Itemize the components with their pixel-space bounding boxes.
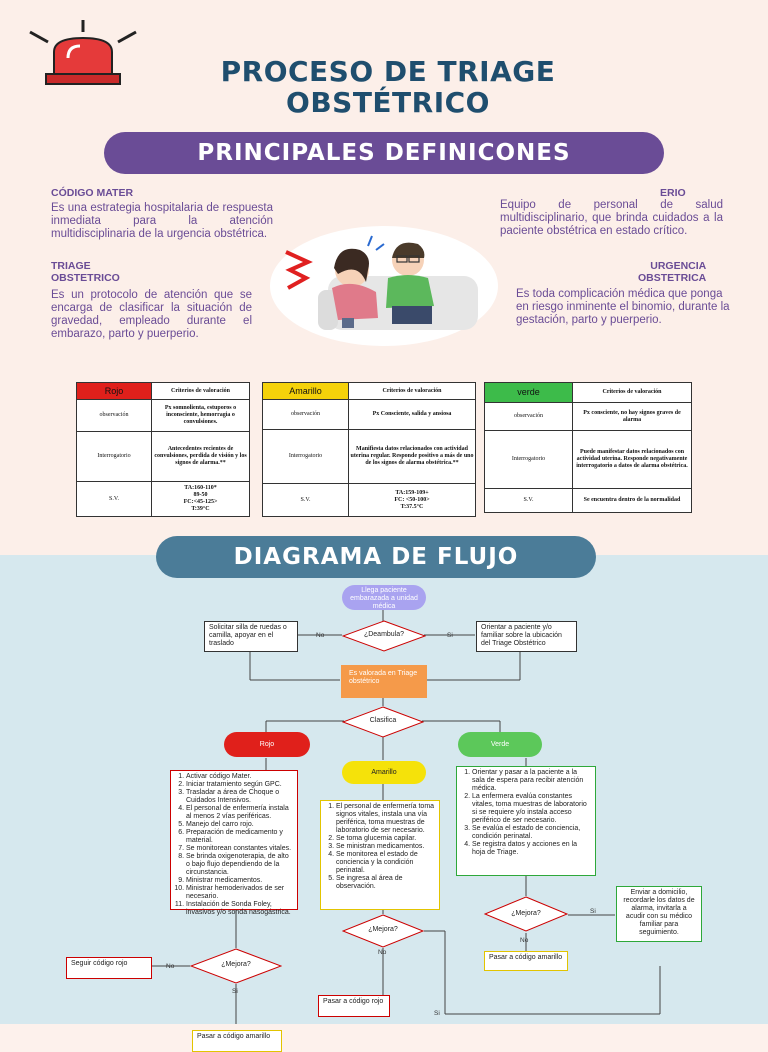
row-label: S.V. — [484, 488, 573, 513]
rojo-step: Se monitorean constantes vitales. — [186, 845, 293, 853]
seguir-rojo-box: Seguir código rojo — [66, 957, 152, 979]
pasar-amarillo-box: Pasar a código amarillo — [192, 1030, 282, 1052]
amarillo-step: Se ingresa al área de observación. — [336, 875, 435, 891]
amarillo-sv: TA:159-109+FC: <50-100>T:37.5°C — [348, 483, 476, 517]
def-urgencia-text: Es toda complicación médica que ponga en… — [516, 288, 730, 326]
rojo-label: Rojo — [76, 382, 152, 400]
amarillo-step: Se ministran medicamentos. — [336, 843, 435, 851]
criteria-header: Criterios de valoración — [572, 382, 692, 403]
rojo-pill: Rojo — [224, 732, 310, 757]
amarillo-interrogatorio: Manifiesta datos relacionados con activi… — [348, 429, 476, 484]
rojo-step: Activar código Mater. — [186, 773, 293, 781]
amarillo-steps: El personal de enfermería toma signos vi… — [320, 800, 440, 910]
def-erio-text: Equipo de personal de salud multidiscipl… — [500, 199, 723, 237]
amarillo-step: El personal de enfermería toma signos vi… — [336, 803, 435, 835]
rojo-step: Ministrar medicamentos. — [186, 877, 293, 885]
criteria-header: Criterios de valoración — [151, 382, 250, 400]
def-triage-text: Es un protocolo de atención que se encar… — [51, 289, 252, 340]
page-title: PROCESO DE TRIAGE OBSTÉTRICO — [220, 55, 556, 119]
deambula-diamond — [342, 620, 426, 652]
table-amarillo: Amarillo Criterios de valoración observa… — [262, 382, 476, 517]
right-box: Orientar a paciente y/o familiar sobre l… — [476, 621, 577, 652]
table-rojo: Rojo Criterios de valoración observación… — [76, 382, 250, 517]
no-label: No — [520, 937, 529, 944]
verde-pill: Verde — [458, 732, 542, 757]
si-label: Si — [434, 1010, 440, 1017]
no-label: No — [316, 632, 325, 639]
rojo-step: Se brinda oxigenoterapia, de alto o bajo… — [186, 853, 293, 877]
rojo-step: Preparación de medicamento y material. — [186, 829, 293, 845]
verde-step: La enfermera evalúa constantes vitales, … — [472, 793, 591, 825]
rojo-steps: Activar código Mater.Iniciar tratamiento… — [170, 770, 298, 916]
verde-observacion: Px consciente, no hay signos graves de a… — [572, 402, 692, 431]
row-label: Interrogatorio — [76, 431, 152, 482]
deambula-label: ¿Deambula? — [363, 631, 405, 638]
no-label: No — [166, 963, 175, 970]
si-label: Si — [232, 988, 238, 995]
row-label: observación — [484, 402, 573, 431]
rojo-step: Instalación de Sonda Foley, invasivos y/… — [186, 901, 293, 917]
rojo-step: Iniciar tratamiento según GPC. — [186, 781, 293, 789]
mejora-amarillo-label: ¿Mejora? — [368, 926, 398, 933]
amarillo-pill: Amarillo — [342, 761, 426, 784]
rojo-step: Trasladar a área de Choque o Cuidados In… — [186, 789, 293, 805]
rojo-step: Manejo del carro rojo. — [186, 821, 293, 829]
row-label: Interrogatorio — [484, 430, 573, 489]
criteria-header: Criterios de valoración — [348, 382, 476, 400]
def-urgencia-title: URGENCIA OBSTETRICA — [638, 260, 707, 284]
si-label: Si — [447, 632, 453, 639]
amarillo-label: Amarillo — [262, 382, 349, 400]
table-verde: verde Criterios de valoración observació… — [484, 382, 692, 513]
siren-icon — [29, 20, 137, 85]
clasifica-label: Clasifica — [369, 717, 397, 724]
pasar-rojo-box: Pasar a código rojo — [318, 995, 390, 1017]
pasar-amarillo2-box: Pasar a código amarillo — [484, 951, 568, 971]
no-label: No — [378, 949, 387, 956]
verde-label: verde — [484, 382, 573, 403]
mejora-verde-diamond — [484, 896, 568, 932]
flow-connectors — [152, 610, 661, 1024]
verde-step: Se registra datos y acciones en la hoja … — [472, 841, 591, 857]
amarillo-step: Se toma glucemia capilar. — [336, 835, 435, 843]
valorada-box: Es valorada en Triage obstétrico — [341, 665, 427, 698]
def-codigo-mater-title: CÓDIGO MATER — [51, 187, 134, 199]
mejora-verde-label: ¿Mejora? — [511, 910, 541, 917]
def-triage-title: TRIAGE OBSTETRICO — [51, 260, 120, 284]
verde-sv: Se encuentra dentro de la normalidad — [572, 488, 692, 513]
left-box: Solicitar silla de ruedas o camilla, apo… — [204, 621, 298, 652]
def-erio-title: ERIO — [660, 187, 686, 199]
section-flow-heading: DIAGRAMA DE FLUJO — [156, 536, 596, 578]
verde-interrogatorio: Puede manifestar datos relacionados con … — [572, 430, 692, 489]
row-label: S.V. — [262, 483, 349, 517]
patient-illustration — [270, 226, 498, 346]
mejora-rojo-label: ¿Mejora? — [221, 961, 251, 968]
row-label: S.V. — [76, 481, 152, 517]
flow-start: Llega paciente embarazada a unidad médic… — [342, 585, 426, 610]
mejora-amarillo-diamond — [342, 914, 424, 948]
def-codigo-mater-text: Es una estrategia hospitalaria de respue… — [51, 202, 273, 240]
clasifica-diamond — [342, 706, 424, 738]
verde-step: Orientar y pasar a la paciente a la sala… — [472, 769, 591, 793]
row-label: Interrogatorio — [262, 429, 349, 484]
row-label: observación — [76, 399, 152, 432]
enviar-domicilio-box: Enviar a domicilio, recordarle los datos… — [616, 886, 702, 942]
rojo-step: El personal de enfermería instala al men… — [186, 805, 293, 821]
si-label: Si — [590, 908, 596, 915]
section-definitions-heading: PRINCIPALES DEFINICONES — [104, 132, 664, 174]
mejora-rojo-diamond — [190, 948, 282, 984]
verde-step: Se evalúa el estado de conciencia, condi… — [472, 825, 591, 841]
verde-steps: Orientar y pasar a la paciente a la sala… — [456, 766, 596, 876]
amarillo-observacion: Px Consciente, salida y ansiosa — [348, 399, 476, 430]
rojo-interrogatorio: Antecedentes recientes de convulsiones, … — [151, 431, 250, 482]
amarillo-step: Se monitorea el estado de conciencia y l… — [336, 851, 435, 875]
rojo-observacion: Px somnolienta, estuporos o inconsciente… — [151, 399, 250, 432]
rojo-step: Ministrar hemoderivados de ser necesario… — [186, 885, 293, 901]
row-label: observación — [262, 399, 349, 430]
